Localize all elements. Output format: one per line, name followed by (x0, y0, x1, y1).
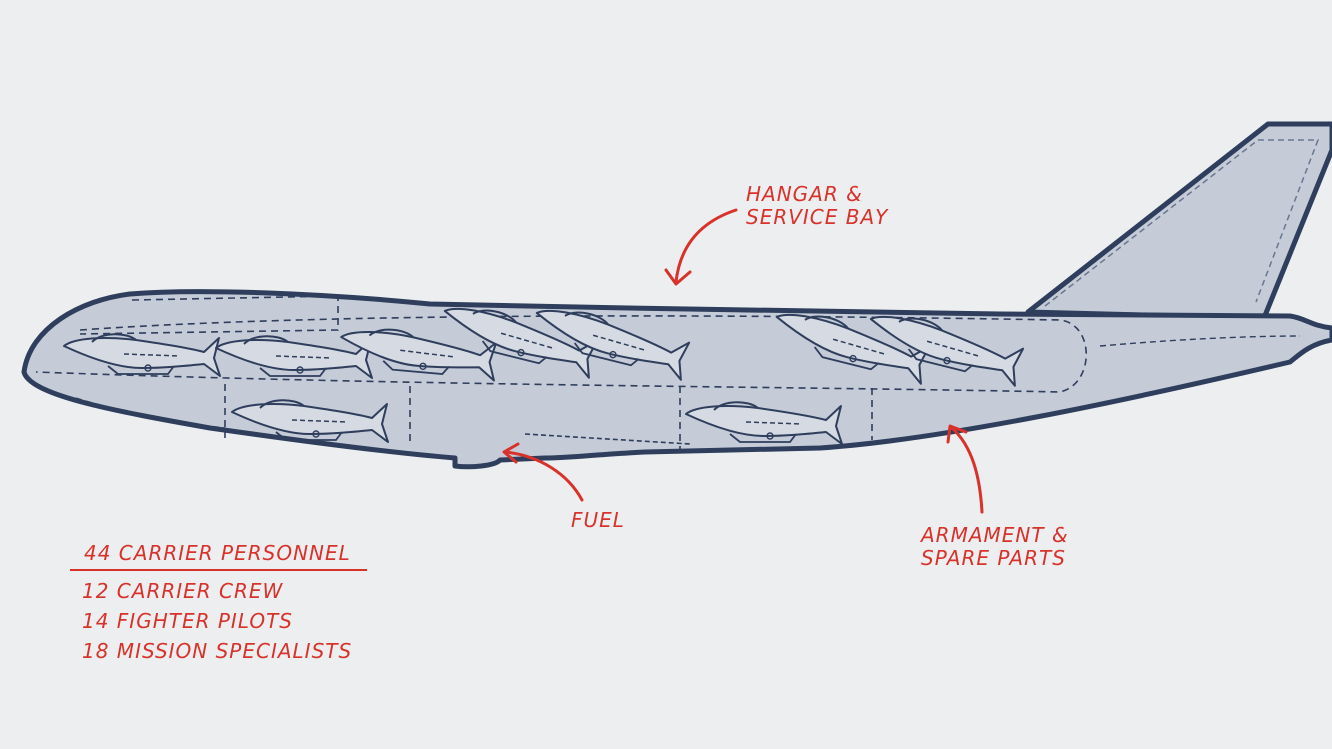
arrow-icon (946, 424, 984, 514)
personnel-line-pilots: 14 FIGHTER PILOTS (82, 609, 293, 633)
fuselage-outline (21, 289, 1332, 470)
underline-divider (70, 569, 367, 571)
arrow-icon (502, 442, 584, 502)
personnel-summary: 44 CARRIER PERSONNEL 12 CARRIER CREW 14 … (70, 540, 367, 666)
callout-fuel: FUEL (571, 509, 625, 532)
callout-hangar-service-bay: HANGAR & SERVICE BAY (746, 183, 888, 229)
callout-line: SERVICE BAY (746, 205, 889, 229)
callout-line: FUEL (571, 508, 625, 532)
callout-line: SPARE PARTS (921, 546, 1066, 570)
fuel-boom (524, 433, 691, 445)
personnel-line-specialists: 18 MISSION SPECIALISTS (82, 639, 353, 663)
personnel-line-crew: 12 CARRIER CREW (82, 579, 284, 603)
callout-line: ARMAMENT & (921, 523, 1069, 547)
callout-armament-spare-parts: ARMAMENT & SPARE PARTS (921, 524, 1069, 570)
callout-line: HANGAR & (746, 182, 863, 206)
airship-carrier-icon (21, 121, 1332, 470)
tail-fin (1025, 121, 1332, 321)
arrow-icon (664, 208, 738, 286)
personnel-total: 44 CARRIER PERSONNEL (84, 541, 351, 565)
